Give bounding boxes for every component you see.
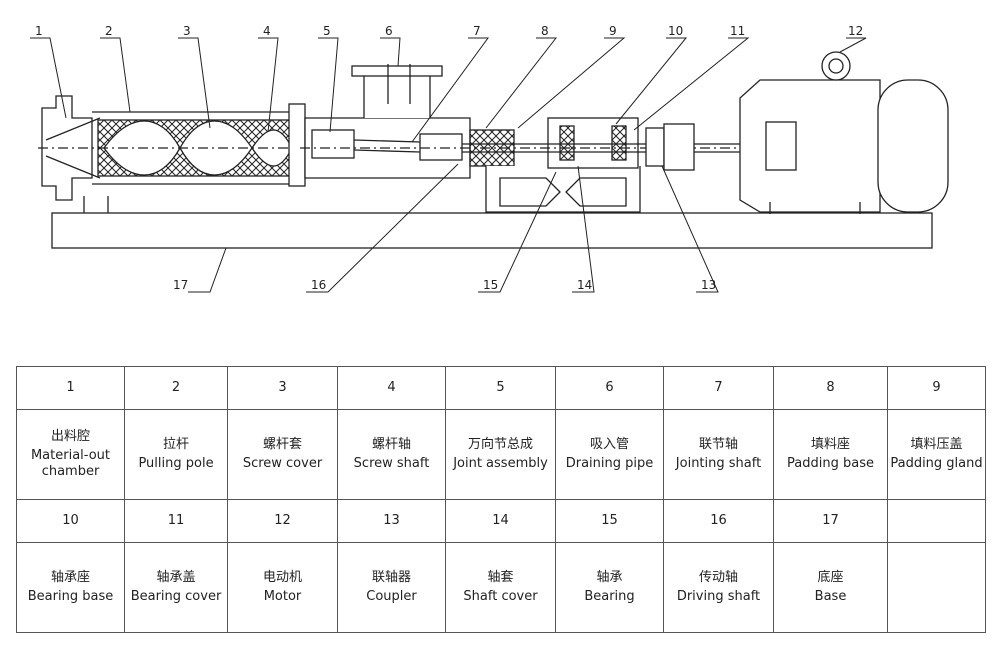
callout-1: 1 — [35, 24, 43, 38]
part-name-cell: 电动机 Motor — [227, 542, 338, 633]
part-number-cell: 14 — [445, 499, 556, 543]
part-number-cell: 15 — [555, 499, 664, 543]
part-name-cell: 螺杆套 Screw cover — [227, 409, 338, 500]
part-name-cell: 联轴器 Coupler — [337, 542, 446, 633]
part-name-en: Shaft cover — [463, 589, 538, 604]
part-number-cell: 8 — [773, 366, 888, 410]
callout-7: 7 — [473, 24, 481, 38]
part-number-cell — [887, 499, 986, 543]
part-number-cell: 11 — [124, 499, 228, 543]
part-name-cell: 吸入管 Draining pipe — [555, 409, 664, 500]
part-name-en: Pulling pole — [138, 456, 214, 471]
coupler — [645, 127, 665, 167]
draining-pipe — [363, 71, 431, 118]
part-name-cell: 螺杆轴 Screw shaft — [337, 409, 446, 500]
part-name-cell: 拉杆 Pulling pole — [124, 409, 228, 500]
part-name-en: Screw cover — [242, 456, 323, 471]
part-name-cell: 联节轴 Jointing shaft — [663, 409, 774, 500]
callout-9: 9 — [609, 24, 617, 38]
part-name-zh: 轴承座 — [50, 570, 90, 585]
callout-14: 14 — [577, 278, 592, 292]
part-name-en: Screw shaft — [353, 456, 430, 471]
part-name-zh: 拉杆 — [162, 437, 189, 452]
part-number-cell: 5 — [445, 366, 556, 410]
callout-4: 4 — [263, 24, 271, 38]
part-number-cell: 4 — [337, 366, 446, 410]
part-name-en: Bearing cover — [130, 589, 222, 604]
motor — [739, 79, 881, 213]
base-plate — [51, 212, 933, 249]
part-name-cell: 轴套 Shaft cover — [445, 542, 556, 633]
callout-8: 8 — [541, 24, 549, 38]
callout-12: 12 — [848, 24, 863, 38]
part-name-zh: 填料压盖 — [910, 437, 963, 452]
part-number-cell: 10 — [16, 499, 125, 543]
callout-10: 10 — [668, 24, 683, 38]
part-number-cell: 17 — [773, 499, 888, 543]
part-name-zh: 联节轴 — [698, 437, 738, 452]
callout-15: 15 — [483, 278, 498, 292]
part-name-cell — [887, 542, 986, 633]
part-name-en: Jointing shaft — [675, 456, 762, 471]
part-name-cell: 轴承盖 Bearing cover — [124, 542, 228, 633]
part-name-zh: 螺杆套 — [262, 437, 302, 452]
part-name-en: Coupler — [366, 589, 417, 604]
part-name-zh: 轴承盖 — [156, 570, 196, 585]
part-name-zh: 联轴器 — [371, 570, 411, 585]
callout-5: 5 — [323, 24, 331, 38]
parts-name-row: 轴承座 Bearing base 轴承盖 Bearing cover 电动机 Motor 联… — [16, 542, 986, 633]
callout-3: 3 — [183, 24, 191, 38]
part-number-cell: 6 — [555, 366, 664, 410]
callout-2: 2 — [105, 24, 113, 38]
part-name-cell: 轴承座 Bearing base — [16, 542, 125, 633]
callout-13: 13 — [701, 278, 716, 292]
part-name-en: Padding gland — [890, 456, 983, 471]
part-name-zh: 底座 — [817, 570, 844, 585]
part-name-en: Material-out chamber — [30, 448, 111, 479]
part-name-zh: 万向节总成 — [467, 437, 533, 452]
part-number-cell: 13 — [337, 499, 446, 543]
part-name-zh: 轴承 — [596, 570, 623, 585]
callout-17: 17 — [173, 278, 188, 292]
part-name-cell: 轴承 Bearing — [555, 542, 664, 633]
part-name-en: Bearing — [584, 589, 635, 604]
part-number-cell: 7 — [663, 366, 774, 410]
part-name-en: Base — [814, 589, 847, 604]
part-name-zh: 出料腔 — [50, 429, 90, 444]
part-number-cell: 1 — [16, 366, 125, 410]
part-name-en: Bearing base — [27, 589, 114, 604]
callout-16: 16 — [311, 278, 326, 292]
part-name-en: Draining pipe — [565, 456, 654, 471]
parts-name-row: 出料腔 Material-out chamber 拉杆 Pulling pole 螺杆套… — [16, 409, 986, 500]
part-name-en: Padding base — [787, 456, 874, 471]
part-number-cell: 9 — [887, 366, 986, 410]
part-name-cell: 传动轴 Driving shaft — [663, 542, 774, 633]
callout-11: 11 — [730, 24, 745, 38]
callout-6: 6 — [385, 24, 393, 38]
part-name-cell: 底座 Base — [773, 542, 888, 633]
joint-assembly — [311, 129, 355, 159]
part-name-en: Joint assembly — [453, 456, 548, 471]
part-number-cell: 16 — [663, 499, 774, 543]
part-name-cell: 填料压盖 Padding gland — [887, 409, 986, 500]
part-name-zh: 电动机 — [262, 570, 302, 585]
part-name-zh: 填料座 — [810, 437, 850, 452]
part-name-cell: 万向节总成 Joint assembly — [445, 409, 556, 500]
part-name-zh: 螺杆轴 — [371, 437, 411, 452]
part-name-zh: 传动轴 — [698, 570, 738, 585]
part-number-cell: 2 — [124, 366, 228, 410]
part-name-cell: 出料腔 Material-out chamber — [16, 409, 125, 500]
part-name-cell: 填料座 Padding base — [773, 409, 888, 500]
part-number-cell: 3 — [227, 366, 338, 410]
part-name-zh: 吸入管 — [589, 437, 629, 452]
pump-assembly-diagram: 1 2 3 4 5 6 7 8 9 10 11 12 13 14 15 16 1… — [30, 24, 949, 293]
part-name-zh: 轴套 — [487, 570, 514, 585]
part-name-en: Motor — [263, 589, 302, 604]
part-number-cell: 12 — [227, 499, 338, 543]
part-name-en: Driving shaft — [676, 589, 761, 604]
